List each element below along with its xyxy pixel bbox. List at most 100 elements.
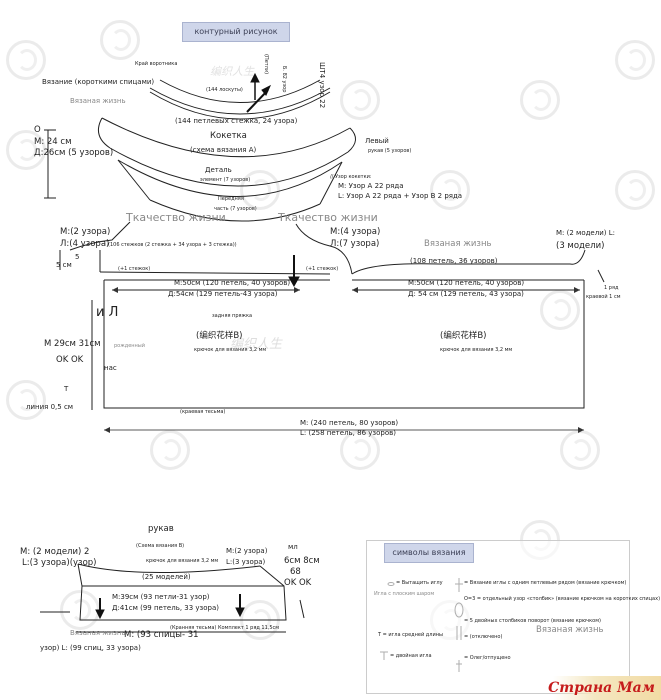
watermark-icon <box>100 20 140 60</box>
body-5: 5 <box>75 253 80 261</box>
yoke-o-label: O <box>34 125 41 135</box>
collar-short-rows-label: Вязание (короткими спицами) <box>42 78 155 86</box>
legend-item: = 5 двойных столбиков поворот (вязание к… <box>464 618 601 624</box>
collar-inner-arc-2 <box>149 91 331 120</box>
body-mid-l: Л:(7 узора) <box>330 239 380 249</box>
watermark-icon <box>6 130 46 170</box>
side-born: рожденный <box>114 343 146 349</box>
body-mid-m: M:(4 узора) <box>330 227 381 237</box>
yoke-front: Передняя <box>218 196 244 202</box>
sleeve-m-size: M:39см (93 петли-31 узор) <box>112 593 210 601</box>
body-5cm: 5 см <box>56 261 72 269</box>
sleeve-outline <box>77 563 287 621</box>
sleeve-title: рукав <box>148 524 174 534</box>
yoke-pattern-line: // Узор кокетки: <box>330 174 372 180</box>
hook-left: крючок для вязания 3,2 мм <box>194 347 267 353</box>
total-m: M: (240 петель, 80 узоров) <box>300 419 399 427</box>
yoke-detail: Деталь <box>205 166 232 174</box>
edge-band: (краевая тесьма) <box>180 409 226 415</box>
logo-background <box>553 676 661 700</box>
left-cap <box>97 117 111 149</box>
yoke-d-size: Д:26см (5 узоров) <box>34 148 114 158</box>
body-bracket-stitches: (106 стежков (2 стежка + 34 узора + 3 ст… <box>108 242 237 248</box>
watermark-icon <box>540 290 580 330</box>
body-left-m: M:(2 узора) <box>60 227 111 237</box>
collar-knitted-life-label: Вязаная жизнь <box>70 97 126 105</box>
left-shoulder <box>69 221 131 251</box>
collar-stitches-inner: (144 лоскуты) <box>206 87 243 93</box>
row-note-sub: краевой 1 см <box>586 294 621 300</box>
sleeve-left-l: L:(3 узора)(узор) <box>22 558 97 568</box>
watermark-icon <box>6 380 46 420</box>
right-cap <box>347 127 356 153</box>
site-logo[interactable]: Страна Мам <box>548 680 655 696</box>
collar-edge-label: Край воротника <box>135 61 178 67</box>
body-small-note: (+1 стежок) <box>306 266 339 272</box>
yoke-title: Кокетка <box>210 131 247 141</box>
front-m-size: M:50см (120 петель, 40 узоров) <box>408 279 525 287</box>
right-shoulder <box>351 249 586 275</box>
sleeve-right-68: 68 <box>290 567 301 577</box>
body-weave-right: Ткачество жизни <box>278 211 378 224</box>
legend-knitted-life: Вязаная жизнь <box>536 625 604 635</box>
back-label: задняя пряжка <box>212 313 253 319</box>
collar-vertical-label: (Петли) <box>263 54 269 75</box>
yoke-pattern-line: M: Узор A 22 ряда <box>338 182 404 190</box>
collar-vertical-label: ШТ4 узор 22 <box>318 62 326 109</box>
body-small-note: (+1 стежок) <box>118 266 151 272</box>
legend-title: символы вязания <box>384 543 474 563</box>
yoke-lower-arc <box>149 199 321 222</box>
sleeve-hook: крючок для вязания 3,2 мм <box>146 558 219 564</box>
legend-item: = Вытащить иглу <box>396 580 443 586</box>
legend-item: Т = игла средней длины <box>378 632 443 638</box>
legend-item: = Вязание иглы с одним петлевым рядом (в… <box>464 580 627 586</box>
legend-item: = двойная игла <box>390 653 432 659</box>
sleeve-top-arc <box>77 563 261 573</box>
side-t: T <box>64 385 69 393</box>
front-d-size: Д: 54 см (129 петель, 43 узора) <box>408 290 524 298</box>
legend-item: = Олег/отпущено <box>464 655 511 661</box>
collar-top-arc <box>159 79 321 103</box>
watermark-icon <box>615 40 655 80</box>
yoke-scheme: (схема вязания A) <box>190 146 257 154</box>
sleeve-bottom-m2: узор) L: (99 спиц, 33 узора) <box>40 644 141 652</box>
page-title: контурный рисунок <box>182 22 290 42</box>
body-left-l: Л:(4 узора) <box>60 239 110 249</box>
watermark-icon <box>150 430 190 470</box>
row-note: 1 ряд <box>604 285 619 291</box>
collar-stitches-outer: (144 петлевых стежка, 24 узора) <box>175 117 298 125</box>
body-right-m: M: (2 модели) L: <box>556 229 615 237</box>
side-nas: нас <box>104 364 117 372</box>
sleeve-bottom-m: M: (93 спицы- 31 <box>124 630 199 640</box>
sleeve-d-size: Д:41см (99 петель, 33 узора) <box>112 604 220 612</box>
total-l: L: (258 петель, 86 узоров) <box>300 429 396 437</box>
watermark-text: 编织人生 <box>230 337 283 352</box>
collar-inner-arc <box>149 87 331 115</box>
yoke-front-sub: часть (7 узоров) <box>214 206 257 212</box>
body-weave-left: Ткачество жизни <box>126 211 226 224</box>
collar-vertical-label: Б. 82 узор <box>281 66 287 93</box>
pattern-b-right: (编织花样B) <box>440 331 487 341</box>
legend-panel <box>366 540 630 694</box>
yoke-arc <box>109 147 349 187</box>
watermark-icon <box>6 40 46 80</box>
body-knitted-life: Вязаная жизнь <box>424 239 492 249</box>
side-m: M 29см 31см <box>44 339 101 349</box>
body-outline <box>103 280 585 409</box>
yoke-m-size: M: 24 см <box>34 137 72 147</box>
side-i-l: и Л <box>96 305 119 320</box>
sleeve-right-sizes: 6см 8см <box>284 556 320 566</box>
back-d-size: Д:54см (129 петель-43 узора) <box>168 290 278 298</box>
watermark-icon <box>340 430 380 470</box>
sleeve-knitted-life: Вязаная жизнь <box>70 629 126 637</box>
side-line: линия 0,5 см <box>26 403 74 411</box>
collar-outer-arc <box>101 117 351 158</box>
yoke-detail-sub: элемент (7 узоров) <box>200 177 251 183</box>
watermark-icon <box>615 170 655 210</box>
body-right-stitches: (108 петель, 36 узоров) <box>410 257 498 265</box>
side-ok: OK OK <box>56 355 84 365</box>
yoke-left-label: Левый <box>365 137 389 145</box>
legend-item: Игла с плоским шаром <box>374 591 435 597</box>
watermark-text: 编织人生 <box>210 65 254 78</box>
watermark-icon <box>430 170 470 210</box>
